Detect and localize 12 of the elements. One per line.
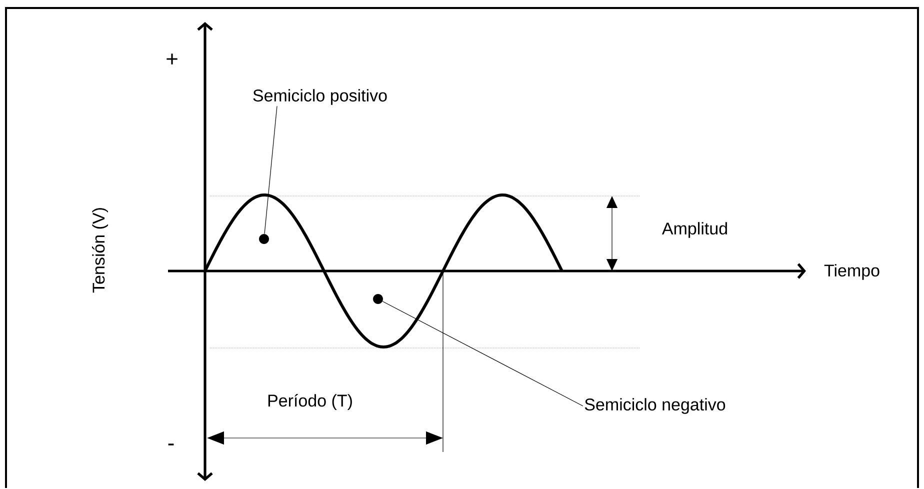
axis-label: Tiempo (824, 264, 880, 280)
axis-label: Tensión (V) (92, 208, 108, 293)
leader-line (264, 106, 278, 234)
axis-label: + (166, 54, 178, 64)
axis-label: Período (T) (268, 394, 352, 410)
callout-text: Semiciclo negativo (584, 398, 726, 414)
axis-label: - (168, 444, 174, 446)
callout-text: Semiciclo positivo (253, 89, 387, 105)
dot (259, 234, 269, 244)
leader-line (382, 301, 584, 406)
axis-label: Amplitud (662, 222, 727, 238)
dot (373, 294, 383, 304)
